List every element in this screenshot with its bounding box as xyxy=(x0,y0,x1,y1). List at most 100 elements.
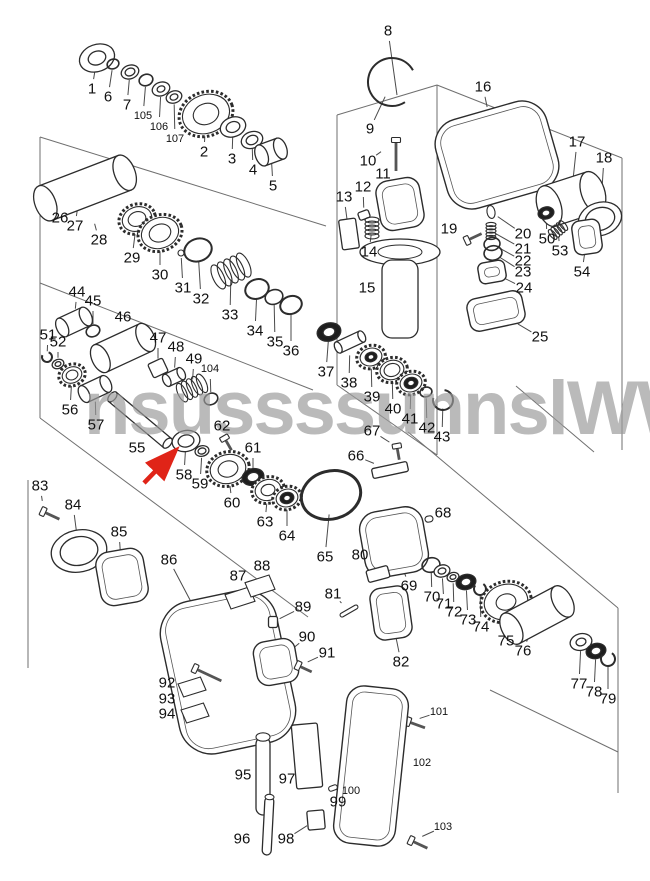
leader-line xyxy=(365,459,375,464)
part-label-101: 101 xyxy=(430,706,448,718)
part-label-74: 74 xyxy=(473,619,490,636)
part-shape-12 xyxy=(357,209,371,221)
part-label-88: 88 xyxy=(254,558,271,575)
part-label-36: 36 xyxy=(283,343,300,360)
part-label-1: 1 xyxy=(88,81,96,98)
part-shape-83 xyxy=(38,506,60,521)
part-shape-107 xyxy=(165,90,183,104)
leader-line xyxy=(339,600,342,604)
leader-line xyxy=(495,233,515,245)
part-shape-70 xyxy=(421,556,441,574)
part-shape-72 xyxy=(446,571,460,583)
part-shape-43 xyxy=(432,389,454,411)
part-label-16: 16 xyxy=(475,79,492,96)
part-shape-31 xyxy=(177,249,185,257)
part-shape-40 xyxy=(375,355,409,385)
part-label-27: 27 xyxy=(67,218,84,235)
part-shape-38 xyxy=(333,330,367,354)
part-label-30: 30 xyxy=(152,267,169,284)
part-label-67: 67 xyxy=(364,423,381,440)
part-shape-41 xyxy=(395,369,427,397)
part-label-75: 75 xyxy=(498,633,515,650)
leader-line xyxy=(192,368,194,380)
part-label-48: 48 xyxy=(168,339,185,356)
part-label-78: 78 xyxy=(586,684,603,701)
part-shape-94 xyxy=(180,702,210,724)
part-shape-57 xyxy=(77,374,113,404)
leader-line xyxy=(198,260,201,290)
part-label-64: 64 xyxy=(279,528,296,545)
part-shape-105 xyxy=(138,73,154,87)
part-shape-96 xyxy=(261,793,275,856)
part-label-45: 45 xyxy=(85,293,102,310)
part-label-18: 18 xyxy=(596,150,613,167)
part-label-15: 15 xyxy=(359,280,376,297)
part-label-51: 51 xyxy=(40,327,57,344)
part-label-3: 3 xyxy=(228,151,236,168)
part-shape-5 xyxy=(254,137,288,167)
part-label-52: 52 xyxy=(50,334,67,351)
leader-line xyxy=(200,457,203,475)
part-label-62: 62 xyxy=(214,418,231,435)
part-label-22: 22 xyxy=(515,253,532,270)
leader-line xyxy=(380,435,390,443)
part-shape-69 xyxy=(358,506,430,578)
part-label-55: 55 xyxy=(129,440,146,457)
leader-line xyxy=(307,656,319,663)
part-shape-74 xyxy=(473,582,487,596)
part-label-54: 54 xyxy=(574,264,591,281)
outline-line xyxy=(39,282,314,391)
part-shape-9 xyxy=(367,57,417,107)
part-shape-66 xyxy=(371,461,409,479)
part-label-106: 106 xyxy=(150,121,168,133)
part-shape-45 xyxy=(85,324,101,338)
outline-line xyxy=(39,136,327,227)
part-shape-54 xyxy=(571,218,603,256)
part-shape-32 xyxy=(183,237,213,263)
part-label-61: 61 xyxy=(245,440,262,457)
leader-line xyxy=(326,341,329,363)
part-shape-98 xyxy=(306,809,326,831)
part-shape-62 xyxy=(219,433,233,451)
part-label-38: 38 xyxy=(341,375,358,392)
part-label-80: 80 xyxy=(352,547,369,564)
part-label-77: 77 xyxy=(571,676,588,693)
part-shape-25 xyxy=(466,290,526,332)
part-shape-55 xyxy=(107,391,173,449)
part-shape-85 xyxy=(95,547,149,607)
part-label-99: 99 xyxy=(330,794,347,811)
leader-line xyxy=(388,40,398,96)
part-shape-79 xyxy=(600,651,616,667)
part-shape-24 xyxy=(477,259,507,285)
part-label-49: 49 xyxy=(186,351,203,368)
part-label-60: 60 xyxy=(224,495,241,512)
part-label-14: 14 xyxy=(361,244,378,261)
part-label-8: 8 xyxy=(384,23,392,40)
part-label-24: 24 xyxy=(516,280,533,297)
part-shape-28 xyxy=(32,154,138,222)
part-label-104: 104 xyxy=(201,363,219,375)
leader-line xyxy=(74,301,77,309)
part-label-53: 53 xyxy=(552,243,569,260)
part-label-5: 5 xyxy=(269,178,277,195)
leader-line xyxy=(143,86,146,107)
part-label-6: 6 xyxy=(104,89,112,106)
part-shape-67 xyxy=(391,442,403,461)
part-label-17: 17 xyxy=(569,134,586,151)
part-label-34: 34 xyxy=(247,323,264,340)
part-label-82: 82 xyxy=(393,654,410,671)
part-label-58: 58 xyxy=(176,467,193,484)
leader-line xyxy=(499,256,515,268)
part-label-50: 50 xyxy=(539,231,556,248)
part-label-98: 98 xyxy=(278,831,295,848)
leader-line xyxy=(441,408,444,428)
part-shape-10 xyxy=(390,136,402,171)
leader-line xyxy=(497,216,516,229)
part-shape-1 xyxy=(78,43,116,73)
part-shape-3 xyxy=(219,116,247,138)
leader-line xyxy=(452,583,455,603)
part-shape-44 xyxy=(54,306,94,338)
leader-line xyxy=(375,151,382,156)
